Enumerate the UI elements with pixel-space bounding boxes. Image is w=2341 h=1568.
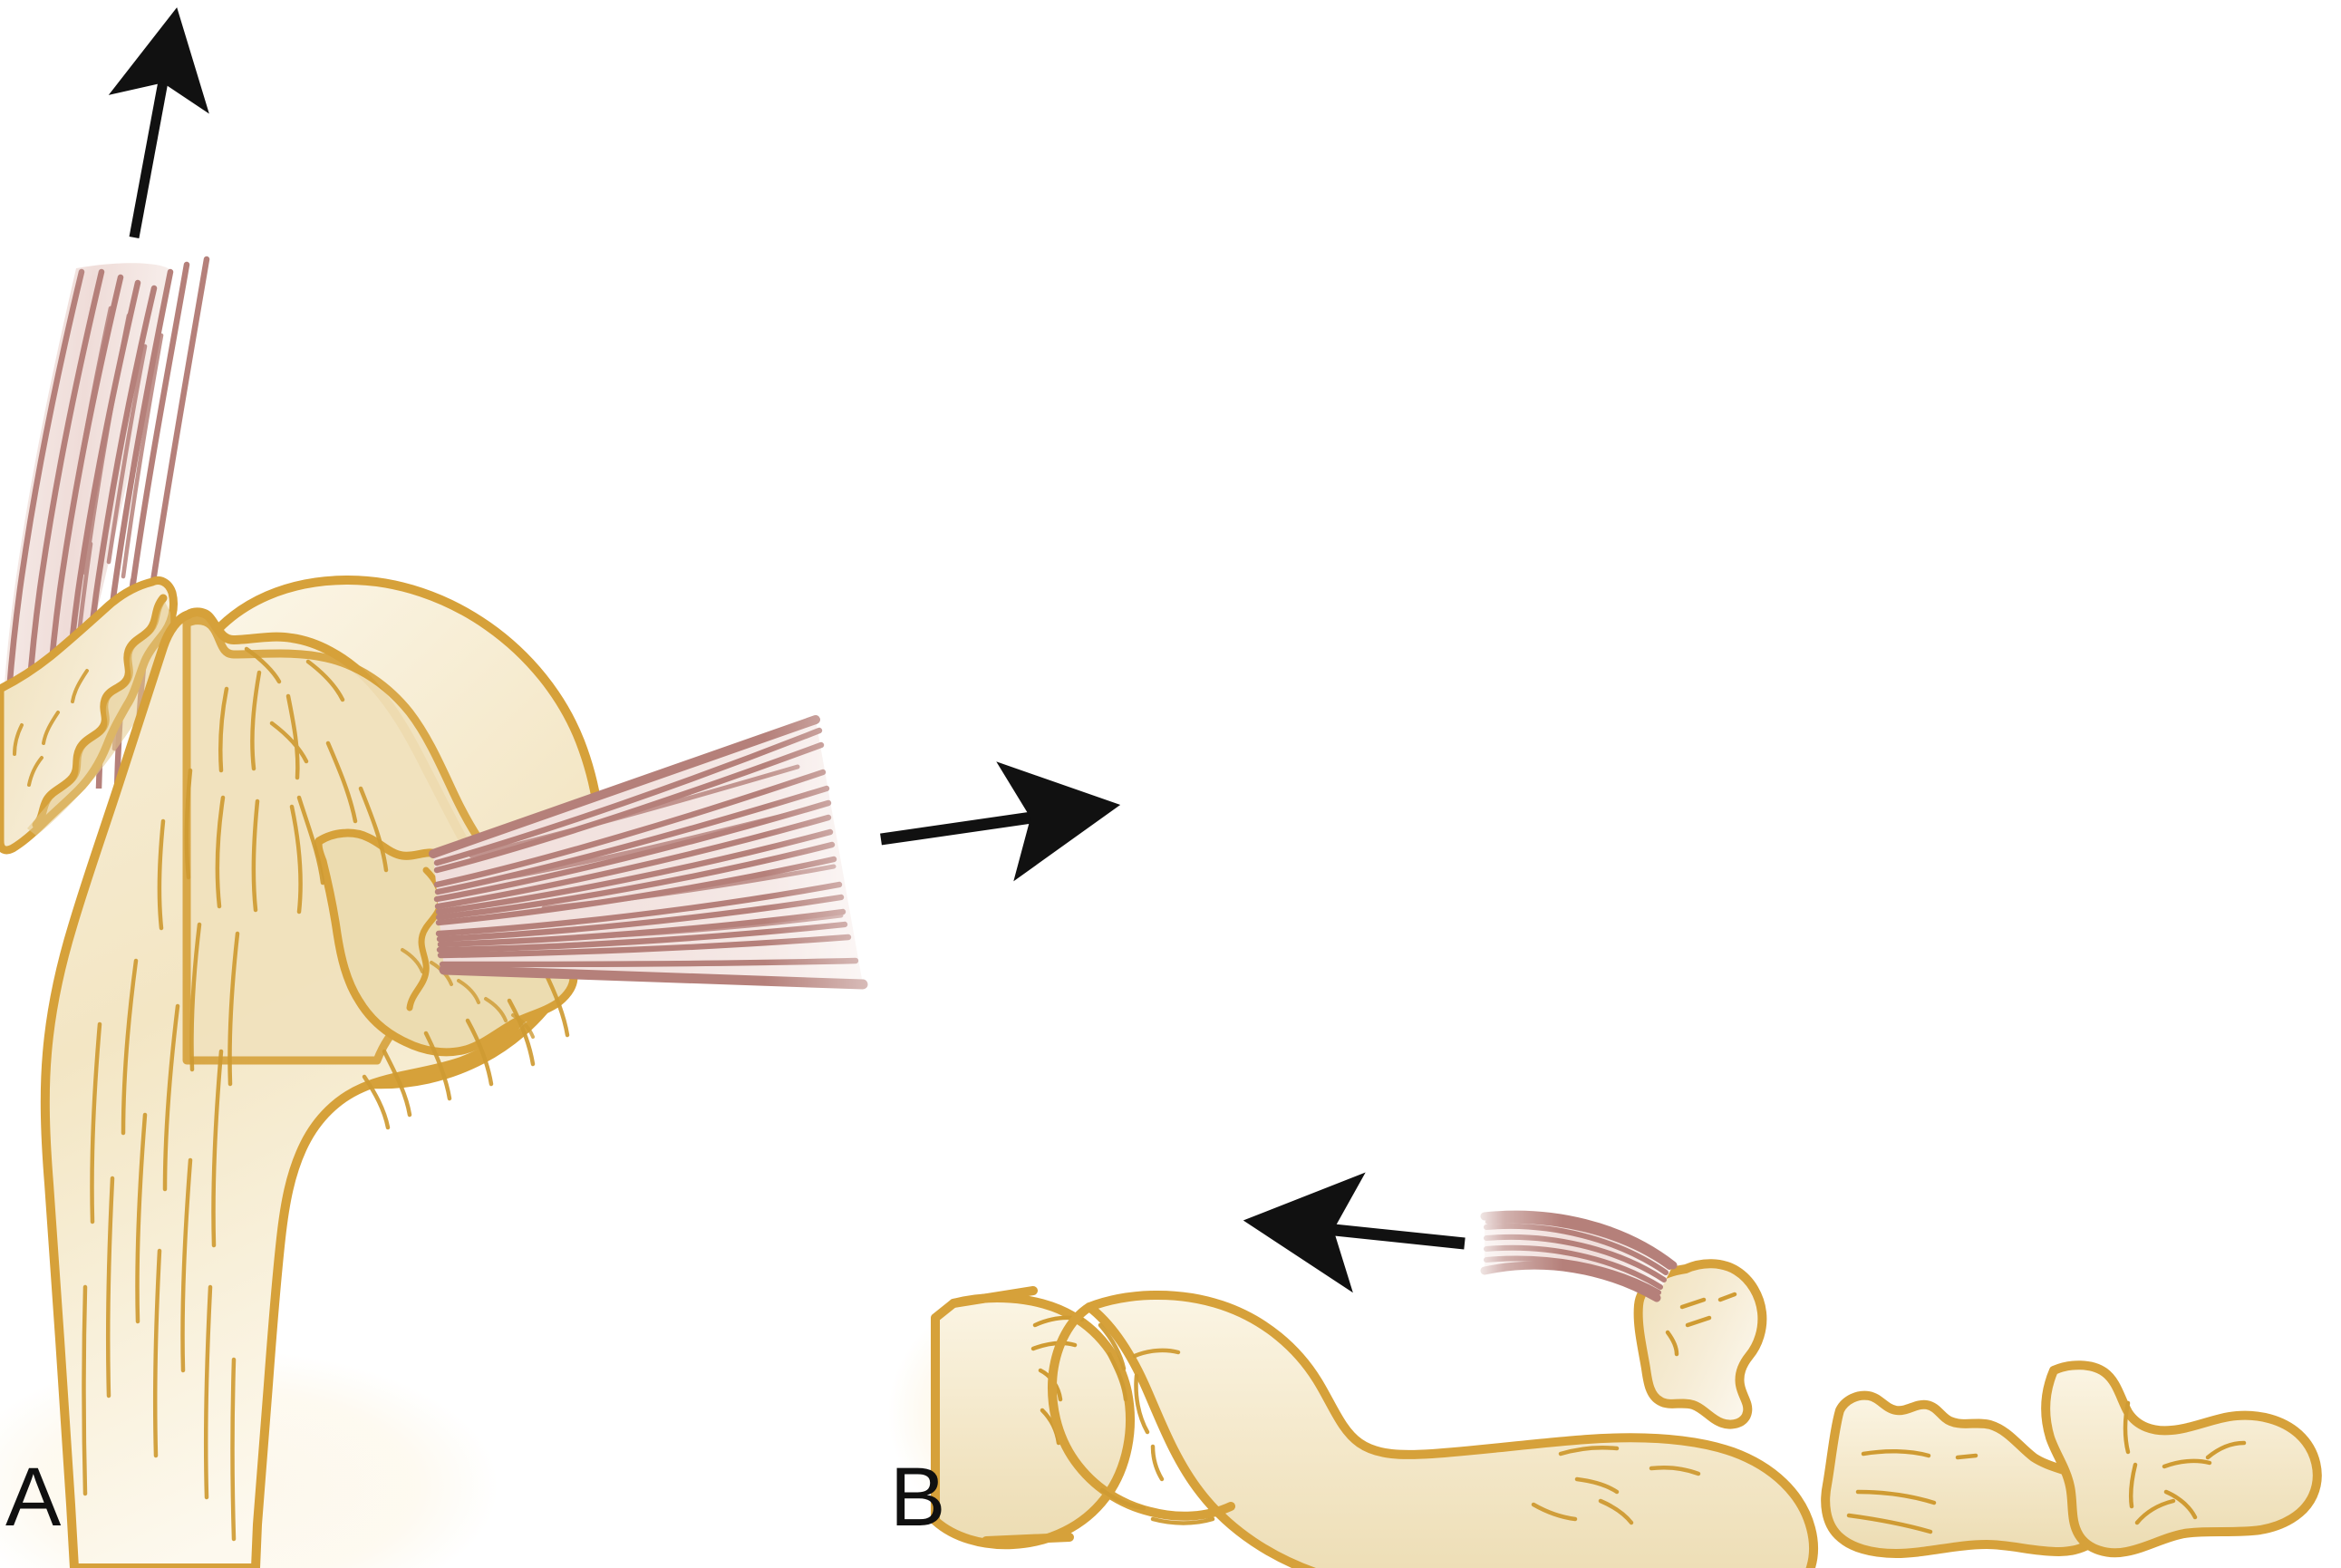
panel-a-group (0, 7, 1121, 1568)
metacarpal-head (931, 1286, 1135, 1550)
subscapularis-muscle (429, 715, 868, 990)
subscapularis-secondary-fibers (469, 764, 844, 940)
extensor-tendon-muscle (1480, 1210, 1678, 1302)
extensor-tendon-top-border (1480, 1210, 1678, 1270)
greater-tuberosity-fragment (0, 576, 178, 855)
distal-phalanx (2041, 1360, 2322, 1558)
arrow-proximal-pull (1243, 1172, 1466, 1293)
arrow-lateral-pull-line (880, 761, 1121, 882)
distal-phalanx-outline (2041, 1360, 2322, 1558)
panel-label-b: B (890, 1451, 946, 1544)
arrow-lateral-pull (880, 761, 1121, 882)
metacarpal-bottom-edge (982, 1533, 1074, 1545)
fracture-surface-shading (27, 602, 171, 836)
middle-phalanx-detail (1846, 1448, 1978, 1534)
proximal-phalanx-outline (1085, 1290, 1818, 1568)
panel-label-a: A (5, 1451, 62, 1544)
subscapularis-inferior-border (439, 964, 868, 990)
proximal-phalanx-base-edge (1048, 1302, 1235, 1521)
arrow-proximal-pull-line (1243, 1172, 1466, 1293)
metacarpal-head-outline (931, 1293, 1135, 1550)
greater-tuberosity-fracture-line (32, 594, 168, 829)
arrow-superior-pull-line (108, 7, 209, 239)
extensor-tendon-bottom-border (1480, 1261, 1661, 1302)
avulsed-fragment-detail (1665, 1292, 1737, 1357)
distal-phalanx-detail (2123, 1400, 2247, 1525)
proximal-phalanx (1048, 1290, 1818, 1568)
metacarpal-top-edge (949, 1286, 1038, 1308)
proximal-phalanx-detail (1098, 1322, 1701, 1525)
arrow-superior-pull (108, 7, 209, 239)
avulsed-fragment-outline (1633, 1259, 1767, 1429)
extensor-tendon-fibers (1484, 1217, 1672, 1295)
greater-tuberosity-trabeculae (13, 669, 89, 787)
humerus-trabecular-lines (82, 646, 570, 1542)
panel-b-group (888, 1172, 2322, 1568)
avulsed-phalanx-fragment (1633, 1259, 1767, 1429)
subscapularis-superior-border (429, 715, 820, 858)
